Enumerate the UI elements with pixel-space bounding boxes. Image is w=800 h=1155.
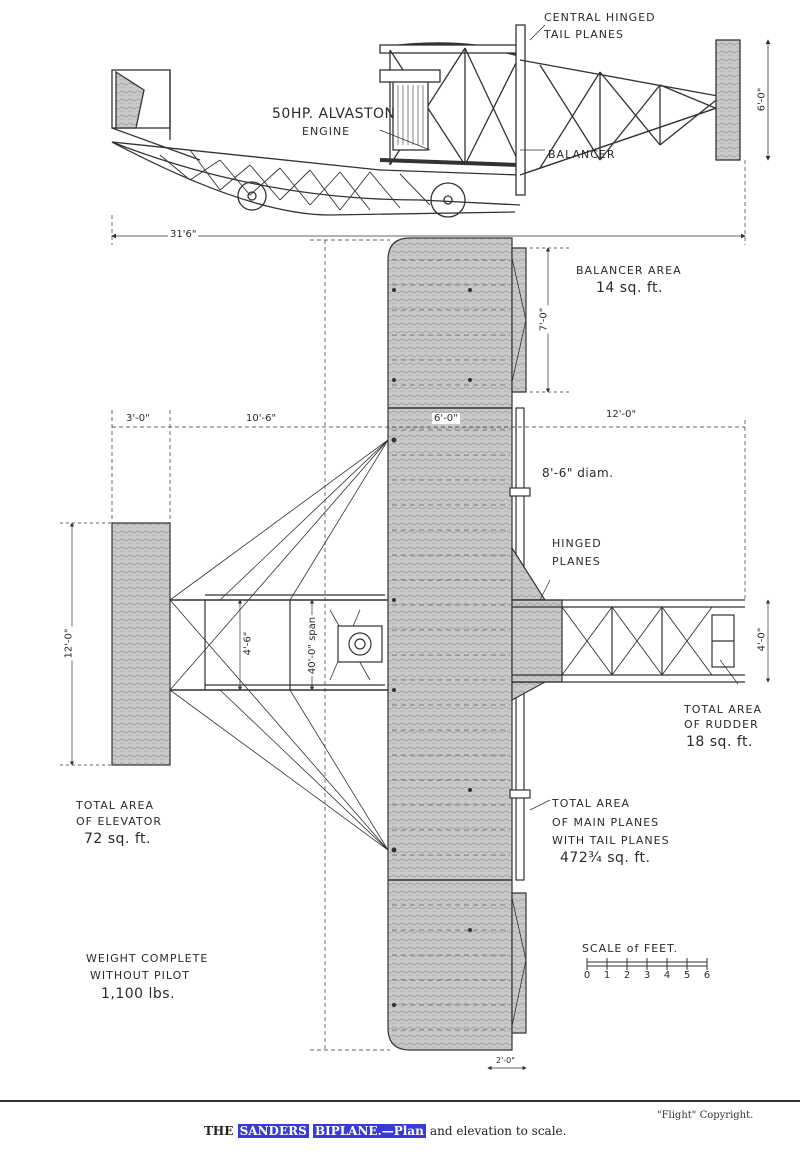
dim-outrigger-width: 4'-6" xyxy=(242,629,254,658)
label-weight-1: WEIGHT COMPLETE xyxy=(86,952,209,965)
label-rudder-2: OF RUDDER xyxy=(684,718,759,731)
dim-balancer-chord: 7'-0" xyxy=(538,305,550,334)
dim-main-span: 40'-0" span xyxy=(307,614,319,677)
label-main-planes-1: TOTAL AREA xyxy=(552,797,631,810)
copyright-note: "Flight" Copyright. xyxy=(657,1110,754,1121)
scale-tick: 5 xyxy=(683,970,691,981)
label-central-hinged-2: TAIL PLANES xyxy=(544,28,624,41)
front-wheel xyxy=(430,182,466,218)
label-balancer-area-2: 14 sq. ft. xyxy=(596,280,663,296)
label-weight-2: WITHOUT PILOT xyxy=(90,969,191,982)
hinged-plane-upper xyxy=(511,545,547,601)
label-main-planes-2: OF MAIN PLANES xyxy=(552,816,660,829)
biplane-drawing xyxy=(60,24,771,1071)
elevator-plan xyxy=(111,522,171,766)
scale-bar xyxy=(586,958,708,970)
plan-view xyxy=(60,237,771,1071)
upper-balancer xyxy=(511,247,527,393)
hinged-plane-lower xyxy=(511,681,546,702)
rear-wheel xyxy=(237,181,267,211)
scale-title: SCALE of FEET. xyxy=(582,942,679,955)
label-weight-3: 1,100 lbs. xyxy=(101,986,176,1002)
dim-tail-height: 6'-0" xyxy=(756,85,768,114)
scale-tick: 2 xyxy=(623,970,631,981)
caption-prefix: THE xyxy=(204,1124,234,1138)
caption-highlight-biplane[interactable]: BIPLANE.—Plan xyxy=(312,1124,426,1138)
dim-propeller: 8'-6" diam. xyxy=(542,466,614,480)
dim-tail-width: 4'-0" xyxy=(756,625,768,654)
label-rudder-1: TOTAL AREA xyxy=(684,703,763,716)
scale-legend: SCALE of FEET. 0 1 2 3 4 5 6 xyxy=(580,942,710,987)
front-elevator-surface xyxy=(115,70,145,129)
main-wing-plan xyxy=(387,237,513,1051)
scale-tick: 3 xyxy=(643,970,651,981)
label-elevator-3: 72 sq. ft. xyxy=(84,831,151,847)
rudder-side xyxy=(715,39,741,161)
caption-rest: and elevation to scale. xyxy=(430,1124,567,1138)
label-balancer-area-1: BALANCER AREA xyxy=(576,264,682,277)
caption-highlight-sanders[interactable]: SANDERS xyxy=(237,1124,309,1138)
label-hinged-1: HINGED xyxy=(552,537,602,550)
dim-wing-chord: 6'-0" xyxy=(432,413,460,424)
scale-tick: 0 xyxy=(583,970,591,981)
skid xyxy=(111,141,521,206)
label-balancer: BALANCER xyxy=(548,148,616,161)
label-hinged-2: PLANES xyxy=(552,555,601,568)
label-central-hinged-1: CENTRAL HINGED xyxy=(544,11,656,24)
dim-tail-overhang: 2'-0" xyxy=(494,1056,517,1065)
dim-overall-length: 31'6" xyxy=(168,229,199,240)
frame-bottom-rule xyxy=(0,1100,800,1102)
label-engine-1: 50HP. ALVASTON xyxy=(272,106,396,122)
label-main-planes-3: WITH TAIL PLANES xyxy=(552,834,670,847)
label-main-planes-4: 472¾ sq. ft. xyxy=(560,850,651,866)
label-elevator-1: TOTAL AREA xyxy=(76,799,155,812)
figure-caption: THE SANDERS BIPLANE.—Plan and elevation … xyxy=(204,1124,566,1138)
dim-wing-to-tail: 12'-0" xyxy=(604,409,639,420)
label-engine-2: ENGINE xyxy=(302,125,351,138)
scale-tick: 4 xyxy=(663,970,671,981)
scale-tick: 6 xyxy=(703,970,711,981)
scale-tick: 1 xyxy=(603,970,611,981)
side-elevation xyxy=(111,24,771,245)
dim-elevator-offset: 3'-0" xyxy=(124,413,152,424)
propeller-side xyxy=(515,24,526,196)
lower-wing-side xyxy=(379,158,521,167)
dim-elevator-to-wing: 10'-6" xyxy=(244,413,279,424)
drawing-sheet: CENTRAL HINGED TAIL PLANES 50HP. ALVASTO… xyxy=(60,11,771,1071)
label-elevator-2: OF ELEVATOR xyxy=(76,815,163,828)
lower-balancer xyxy=(511,892,527,1034)
seat xyxy=(337,625,383,663)
dim-elevator-span: 12'-0" xyxy=(63,626,75,661)
label-rudder-3: 18 sq. ft. xyxy=(686,734,753,750)
